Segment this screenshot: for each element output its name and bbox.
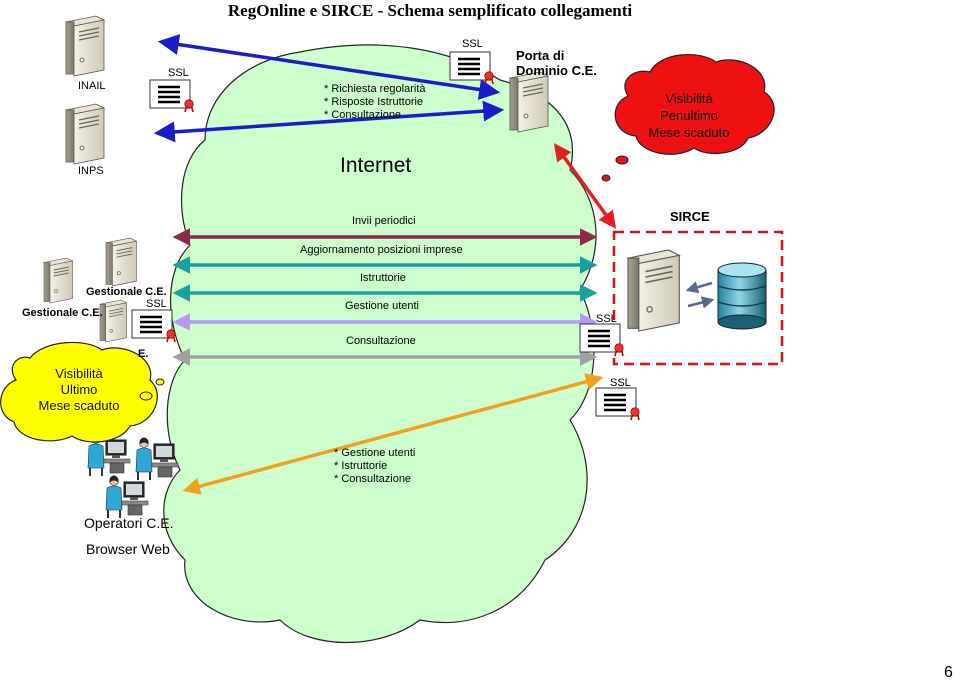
sirce-label: SIRCE xyxy=(670,209,710,224)
internet-label: Internet xyxy=(340,154,412,177)
ssl-cert-icon-sirce-1 xyxy=(578,322,625,358)
porta-dominio-label: Porta di Dominio C.E. xyxy=(516,48,597,78)
operator-icon-2 xyxy=(135,436,179,481)
top-link-label-1: * Richiesta regolarità xyxy=(324,83,426,95)
db-link-arrow-2 xyxy=(687,296,715,309)
bubble-penultimo-line-3: Mese scaduto xyxy=(648,125,730,140)
inail-server-icon xyxy=(65,15,105,77)
inps-server-icon xyxy=(65,103,105,165)
bubble-penultimo xyxy=(601,53,775,182)
red-arrow-porta-sirce xyxy=(553,143,617,229)
flow-label-istruttorie: Istruttorie xyxy=(360,272,406,284)
bubble-penultimo-line-1: Visibilità xyxy=(665,91,713,106)
ssl-label-gestionale: SSL xyxy=(146,298,167,310)
gestionale-server-icon-3 xyxy=(99,299,128,343)
bubble-penultimo-line-2: Penultimo xyxy=(660,108,718,123)
bubble-ultimo-line-1: Visibilità xyxy=(55,366,103,381)
top-link-label-group: * Richiesta regolarità * Risposte Istrut… xyxy=(324,83,426,122)
ssl-cert-icon-inail xyxy=(148,78,195,114)
inps-label: INPS xyxy=(78,165,104,177)
inail-label: INAIL xyxy=(78,80,106,92)
ssl-cert-icon-porta xyxy=(448,50,495,86)
flow-label-invii: Invii periodici xyxy=(352,215,416,227)
bottom-link-label-1: * Gestione utenti xyxy=(334,447,416,459)
porta-dominio-server-icon xyxy=(509,71,549,133)
top-link-label-2: * Risposte Istruttorie xyxy=(324,96,424,108)
ssl-label-sirce-1: SSL xyxy=(596,313,617,325)
browser-label: Browser Web xyxy=(86,541,170,557)
sirce-box xyxy=(612,230,784,366)
porta-dominio-line-1: Porta di xyxy=(516,48,565,63)
flow-label-aggiornamento: Aggiornamento posizioni imprese xyxy=(300,244,463,256)
gestionale-label-2: Gestionale C.E. xyxy=(22,307,103,319)
bubble-ultimo-line-2: Ultimo xyxy=(60,382,98,397)
ssl-label-porta: SSL xyxy=(462,38,483,50)
database-icon xyxy=(717,262,767,330)
bottom-link-label-2: * Istruttorie xyxy=(334,460,388,472)
bubble-ultimo-line-3: Mese scaduto xyxy=(38,398,120,413)
sirce-server-icon xyxy=(627,249,681,332)
blue-arrow-inail-porta xyxy=(157,34,501,100)
blue-arrow-inps-porta xyxy=(153,100,505,143)
page-title: RegOnline e SIRCE - Schema semplificato … xyxy=(227,1,633,20)
bubble-penultimo-text: Visibilità Penultimo Mese scaduto xyxy=(639,90,739,141)
gestionale-server-icon-2 xyxy=(105,237,137,287)
gestionale-label-1: Gestionale C.E. xyxy=(86,286,167,298)
operatori-label: Operatori C.E. xyxy=(84,515,174,531)
flow-label-gestione: Gestione utenti xyxy=(345,300,419,312)
operator-icon-3 xyxy=(105,474,149,519)
bubble-ultimo xyxy=(0,341,165,443)
porta-dominio-line-2: Dominio C.E. xyxy=(516,63,597,78)
page-number: 6 xyxy=(944,664,953,681)
ssl-label-inail: SSL xyxy=(168,67,189,79)
bottom-link-label-3: * Consultazione xyxy=(334,473,412,485)
ssl-cert-icon-gestionale xyxy=(130,308,177,344)
db-link-arrow-1 xyxy=(685,281,713,294)
top-link-label-3: * Consultazione xyxy=(324,109,402,121)
orange-arrow-operatori-sirce xyxy=(182,373,604,495)
gestionale-label-3: E. xyxy=(138,348,149,360)
ssl-cert-icon-sirce-2 xyxy=(594,386,641,422)
gestionale-server-icon-1 xyxy=(43,257,73,304)
flow-label-consultazione: Consultazione xyxy=(346,335,416,347)
ssl-label-sirce-2: SSL xyxy=(610,377,631,389)
bottom-link-label-group: * Gestione utenti * Istruttorie * Consul… xyxy=(334,447,415,486)
bubble-ultimo-text: Visibilità Ultimo Mese scaduto xyxy=(22,366,136,414)
